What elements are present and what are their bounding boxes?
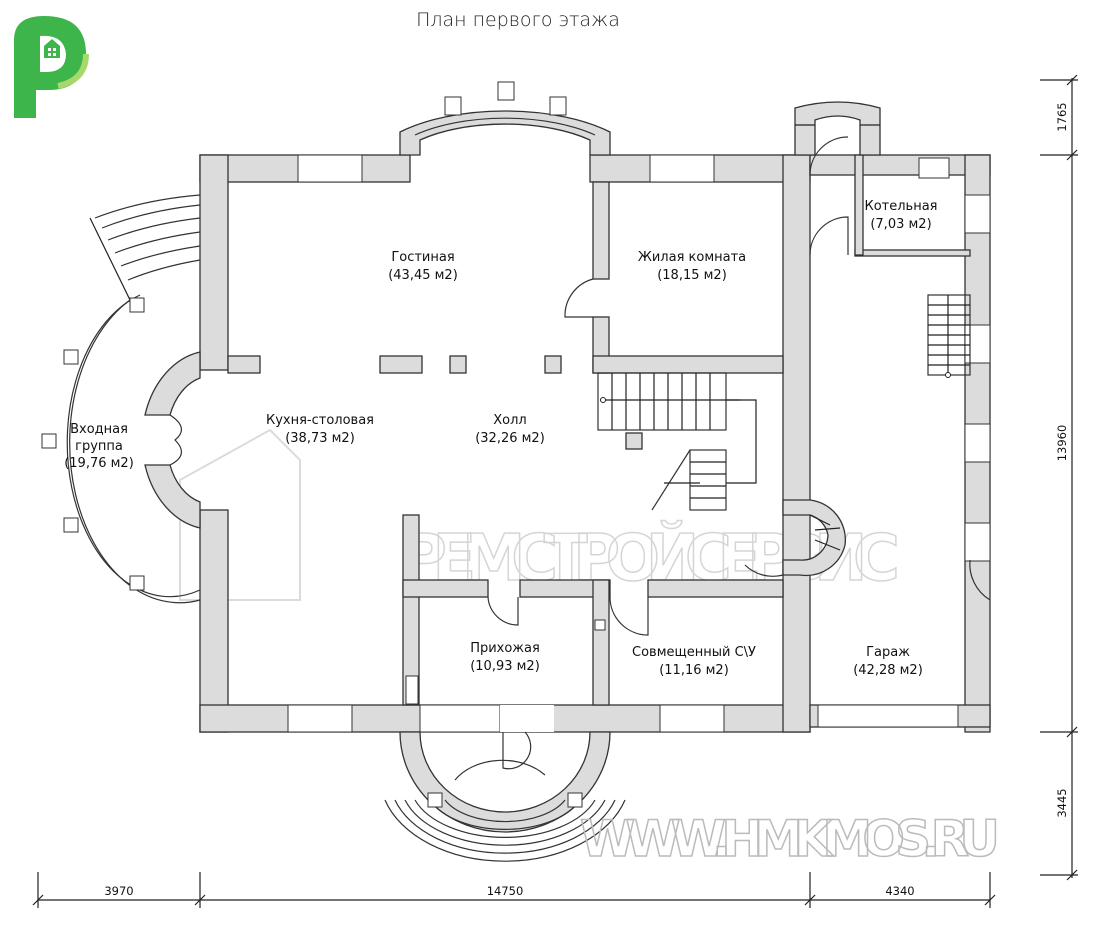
dim-bottom-left: 3970 xyxy=(104,884,133,898)
room-hall-area: (32,26 м2) xyxy=(475,431,545,446)
room-living-name: Гостиная xyxy=(391,250,454,265)
room-bedroom-name: Жилая комната xyxy=(638,250,746,265)
dim-bottom-center: 14750 xyxy=(487,884,524,898)
room-entrance-area: (19,76 м2) xyxy=(64,456,134,471)
room-kitchen-name: Кухня-столовая xyxy=(266,413,374,428)
page-title: План первого этажа xyxy=(416,9,620,31)
doors xyxy=(487,136,991,636)
dim-right-top: 1765 xyxy=(1055,102,1069,131)
room-boiler-area: (7,03 м2) xyxy=(870,217,931,232)
room-bathroom-name: Совмещенный С\У xyxy=(632,645,756,660)
staircase-spiral xyxy=(744,499,846,577)
room-garage-name: Гараж xyxy=(866,645,910,660)
room-living-area: (43,45 м2) xyxy=(388,268,458,283)
room-garage-area: (42,28 м2) xyxy=(853,663,923,678)
staircase-main xyxy=(597,372,757,511)
dimensions-bottom: 3970 14750 4340 xyxy=(32,872,996,908)
room-bedroom-area: (18,15 м2) xyxy=(657,268,727,283)
room-entrance-name2: группа xyxy=(75,439,123,454)
room-foyer-name: Прихожая xyxy=(470,641,540,656)
garage-top-bay xyxy=(794,101,881,156)
room-hall-name: Холл xyxy=(493,413,526,428)
staircase-garage xyxy=(927,294,971,378)
dimensions-right: 1765 13960 3445 xyxy=(1040,74,1078,881)
entrance-group xyxy=(41,194,201,604)
top-bay xyxy=(399,81,611,156)
room-foyer-area: (10,93 м2) xyxy=(470,659,540,674)
dim-right-bottom: 3445 xyxy=(1055,788,1069,817)
dim-right-middle: 13960 xyxy=(1055,425,1069,462)
room-entrance-name: Входная xyxy=(70,422,128,437)
room-labels: Гостиная (43,45 м2) Жилая комната (18,15… xyxy=(64,199,937,678)
watermark-url: WWW.HMKMOS.RU xyxy=(580,810,1000,868)
dim-bottom-right: 4340 xyxy=(885,884,914,898)
logo xyxy=(14,16,89,118)
walls xyxy=(199,154,991,733)
bottom-porch xyxy=(384,731,626,862)
room-kitchen-area: (38,73 м2) xyxy=(285,431,355,446)
room-bathroom-area: (11,16 м2) xyxy=(659,663,729,678)
room-boiler-name: Котельная xyxy=(864,199,937,214)
